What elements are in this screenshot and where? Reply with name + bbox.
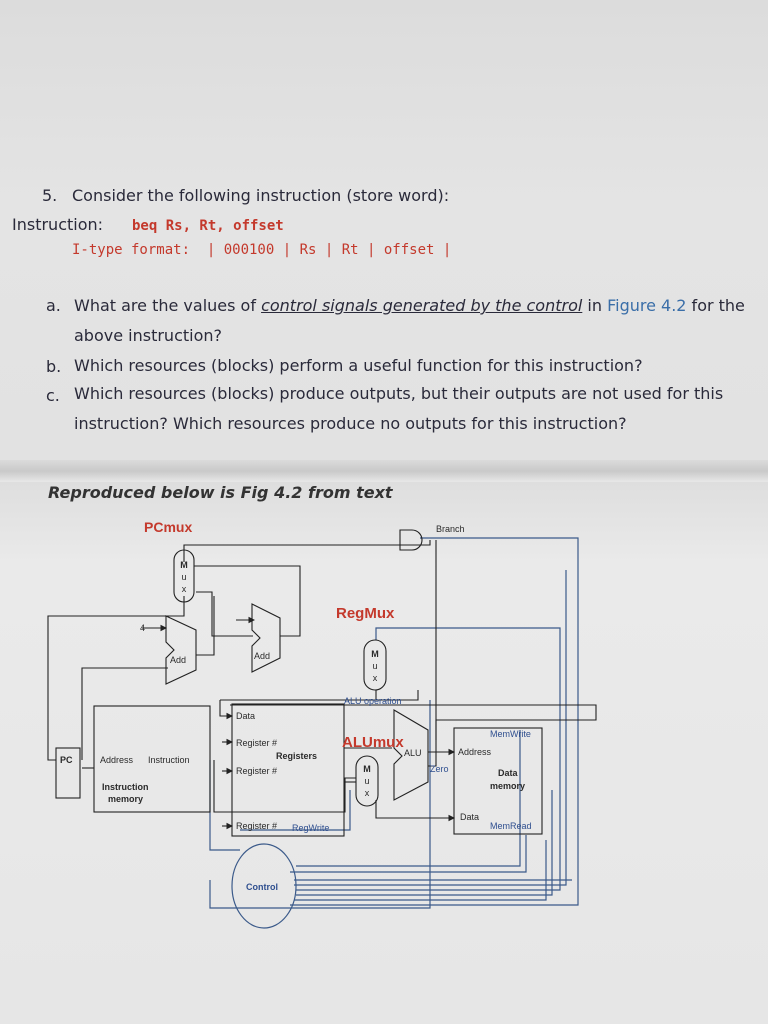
alu-label: ALU (404, 748, 422, 758)
pc-mux-m: M (180, 560, 188, 570)
imem-address-label: Address (100, 755, 134, 765)
imem-instruction-label: Instruction (148, 755, 190, 765)
item-b-letter: b. (46, 357, 62, 376)
instruction-code: beq Rs, Rt, offset (132, 218, 284, 234)
dmem-address-label: Address (458, 747, 492, 757)
register3-label: Register # (236, 821, 277, 831)
item-a-letter: a. (46, 296, 61, 315)
alu-operation-label: ALU operation (344, 696, 402, 706)
registers-title: Registers (276, 751, 317, 761)
instruction-memory (93, 705, 211, 813)
branch-adder (251, 603, 281, 673)
regfile-data-label: Data (236, 711, 255, 721)
reg-mux (363, 639, 387, 691)
datapath-wires (47, 540, 597, 830)
item-b-text: Which resources (blocks) perform a usefu… (74, 356, 643, 375)
data-memory (453, 727, 543, 835)
alu-mux-m: M (363, 764, 371, 774)
reg-mux-u: u (372, 661, 377, 671)
figure-ref: Figure 4.2 (607, 296, 687, 315)
reg-mux-x: x (373, 673, 378, 683)
reg-mux-m: M (371, 649, 379, 659)
control-label: Control (246, 882, 278, 892)
item-a-text: What are the values of control signals g… (74, 296, 745, 345)
register-file (231, 703, 345, 837)
alu (393, 709, 429, 801)
register1-label: Register # (236, 738, 277, 748)
alu-mux-u: u (364, 776, 369, 786)
adder2-label: Add (254, 651, 270, 661)
pc-adder (165, 615, 197, 685)
pcmux-annotation: PCmux (144, 519, 192, 535)
pc-register (55, 747, 81, 799)
alumux-annotation: ALUmux (342, 734, 404, 751)
dmem-data-label: Data (460, 812, 479, 822)
item-c-letter: c. (46, 386, 60, 405)
format-code: I-type format: | 000100 | Rs | Rt | offs… (72, 242, 452, 258)
four-label: 4 (140, 623, 145, 633)
adder1-label: Add (170, 655, 186, 665)
page-fold (0, 460, 768, 482)
branch-and-gate (399, 529, 423, 551)
regwrite-label: RegWrite (292, 823, 329, 833)
item-c-text: Which resources (blocks) produce outputs… (74, 384, 724, 433)
alu-mux-x: x (365, 788, 370, 798)
control-wires (209, 537, 579, 909)
zero-label: Zero (430, 764, 449, 774)
pc-mux (173, 549, 195, 603)
pc-mux-x: x (182, 584, 187, 594)
instruction-label: Instruction: (12, 215, 104, 234)
dmem-title-1: Data (498, 768, 519, 778)
underlined-phrase: control signals generated by the control (261, 296, 583, 315)
dmem-title-2: memory (490, 781, 525, 791)
control-unit (231, 843, 297, 929)
figure-caption: Reproduced below is Fig 4.2 from text (48, 483, 393, 502)
alu-mux (355, 755, 379, 807)
question-text: Consider the following instruction (stor… (72, 186, 450, 205)
imem-title-1: Instruction (102, 782, 149, 792)
pc-label: PC (60, 755, 73, 765)
regmux-annotation: RegMux (336, 605, 395, 622)
register2-label: Register # (236, 766, 277, 776)
question-number: 5. (42, 186, 58, 205)
branch-label: Branch (436, 524, 465, 534)
imem-title-2: memory (108, 794, 143, 804)
pc-mux-u: u (181, 572, 186, 582)
memwrite-label: MemWrite (490, 729, 531, 739)
memread-label: MemRead (490, 821, 532, 831)
